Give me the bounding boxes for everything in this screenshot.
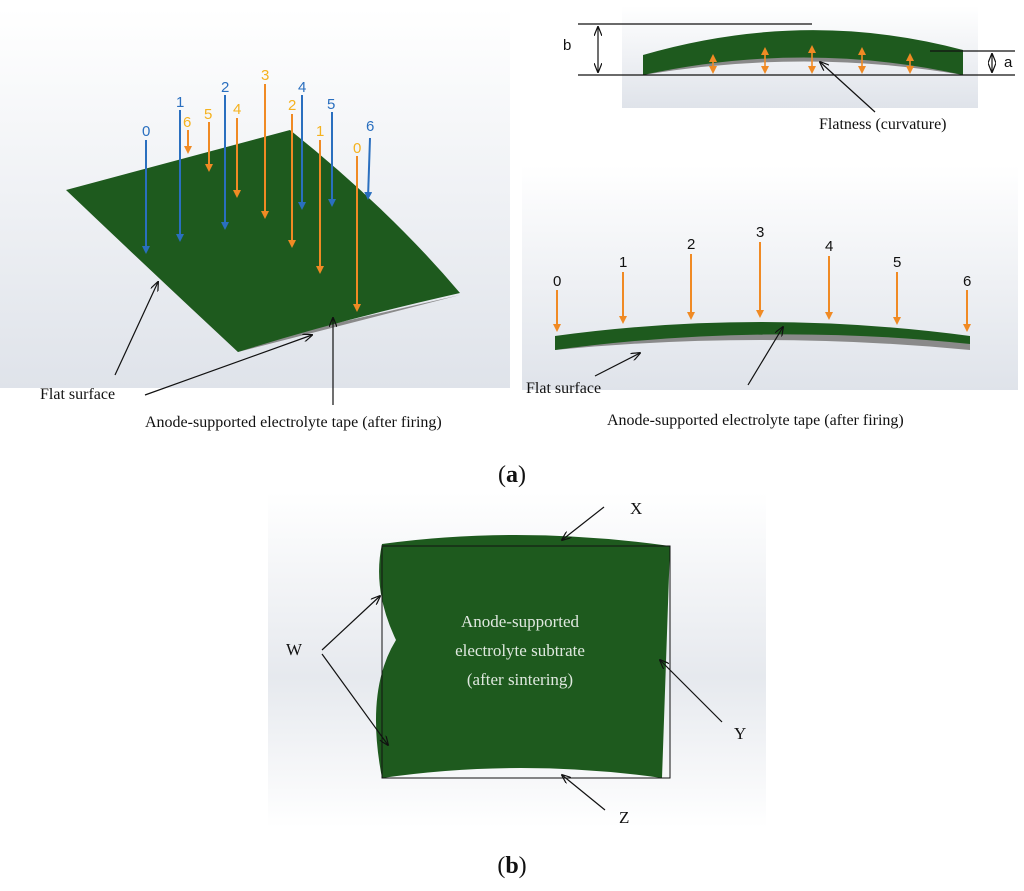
blue-label-2: 2 [221,79,229,96]
side-view-background [522,165,1018,390]
side-label-5: 5 [893,254,901,271]
side-tape-pointer [747,327,783,386]
side-label-0: 0 [553,273,561,290]
blue-label-5: 5 [327,96,335,113]
orange-label-5: 5 [204,106,212,123]
orange-label-3: 3 [261,67,269,84]
caption-a: (a) [498,462,526,488]
blue-label-0: 0 [142,123,150,140]
label-y: Y [734,724,746,743]
caption-b-close: ) [519,853,527,879]
tape-top-surface [66,130,460,352]
caption-b-open: ( [497,853,505,879]
blue-label-4: 4 [298,79,306,96]
side-view-pointers [594,327,783,386]
substrate-pointers [321,506,723,811]
blue-arrows [142,95,373,254]
side-label-4: 4 [825,238,833,255]
side-label-3: 3 [756,224,764,241]
z-pointer [562,775,606,811]
side-view: 0 1 2 3 4 5 6 Flat surface Anode-support… [522,165,1018,429]
side-flat-pointer [594,353,640,377]
perspective-pointers [114,282,333,405]
side-view-arrows [553,242,971,332]
y-pointer [660,660,723,723]
w-pointer-upper [321,596,380,651]
dim-a-label: a [1004,54,1013,71]
gap-arrows [709,45,914,74]
side-label-1: 1 [619,254,627,271]
cross-section-view: b a Flatness (curvature) [563,6,1015,133]
caption-b: (b) [497,853,526,879]
caption-a-close: ) [518,462,526,488]
side-label-2: 2 [687,236,695,253]
flat-surface-pointer-2 [144,335,312,396]
blue-label-6: 6 [366,118,374,135]
substrate-shape [375,534,670,778]
side-arrow-labels: 0 1 2 3 4 5 6 [553,224,971,290]
orange-arrow-labels: 6 5 4 3 2 1 0 [183,67,361,157]
blue-label-1: 1 [176,94,184,111]
orange-label-6: 6 [183,114,191,131]
edge-labels: X Y Z W [286,499,746,827]
orange-label-4: 4 [233,101,241,118]
orange-label-2: 2 [288,97,296,114]
dim-b-label: b [563,37,571,54]
perspective-flat-surface-label: Flat surface [40,386,115,403]
perspective-tape-label: Anode-supported electrolyte tape (after … [145,414,442,431]
substrate-label-line3: (after sintering) [467,670,573,689]
side-tape-label: Anode-supported electrolyte tape (after … [607,412,904,429]
cross-section-tape [643,30,963,75]
caption-a-open: ( [498,462,506,488]
w-pointer-lower [321,653,388,745]
substrate-label-line2: electrolyte subtrate [455,641,585,660]
label-z: Z [619,808,629,827]
side-label-6: 6 [963,273,971,290]
reference-rectangle [381,545,671,779]
caption-b-letter: b [505,853,518,879]
label-w: W [286,640,303,659]
perspective-view: 0 1 2 4 5 6 6 5 4 3 2 1 0 Flat surface A… [0,8,510,431]
side-view-tape [555,322,970,350]
label-x: X [630,499,642,518]
flat-surface-pointer-1 [114,282,158,376]
orange-label-1: 1 [316,123,324,140]
orange-arrows [184,84,361,312]
top-view-substrate: Anode-supported electrolyte subtrate (af… [268,492,766,828]
dimension-lines [578,23,1015,76]
orange-label-0: 0 [353,140,361,157]
side-flat-surface-label: Flat surface [526,380,601,397]
x-pointer [562,506,605,540]
blue-arrow-6 [364,137,373,200]
flatness-label: Flatness (curvature) [819,116,947,133]
substrate-label: Anode-supported electrolyte subtrate (af… [455,612,585,689]
flatness-pointer [820,62,876,113]
caption-a-letter: a [506,462,518,488]
blue-arrow-labels: 0 1 2 4 5 6 [142,79,374,140]
substrate-label-line1: Anode-supported [461,612,580,631]
